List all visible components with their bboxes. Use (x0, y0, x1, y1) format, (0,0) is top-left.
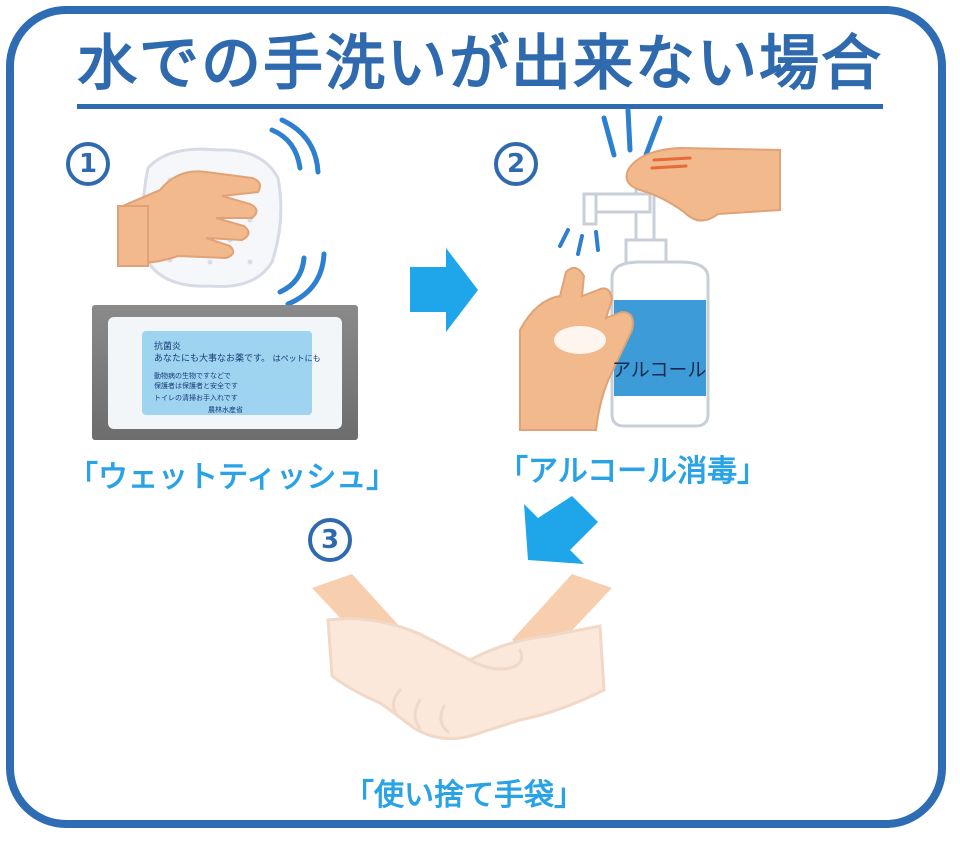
step-3-label: 「使い捨て手袋」 (344, 778, 584, 813)
page-title: 水での手洗いが出来ない場合 (0, 28, 960, 109)
step-3-number: 3 (308, 518, 352, 562)
wet-tissue-package: 抗菌炎 あなたにも大事なお薬です。 はペットにも 動物病の生物ですなどで 保護者… (92, 305, 358, 440)
step-2-label: 「アルコール消毒」 (498, 454, 768, 489)
package-text: はペットにも (270, 354, 321, 363)
arrow-down-left (524, 496, 598, 564)
rounded-frame (6, 6, 946, 828)
package-text: トイレの清掃お手入れです (154, 394, 238, 402)
step-1-label: 「ウェットティッシュ」 (68, 460, 397, 495)
page-title-text: 水での手洗いが出来ない場合 (77, 28, 883, 109)
package-text: 保護者は保護者と安全です (154, 382, 238, 390)
gloved-handshake-illustration (312, 574, 612, 741)
package-text: 動物病の生物ですなどで (154, 372, 231, 380)
step-2-number: 2 (494, 142, 538, 186)
bottle-label: アルコール (612, 359, 707, 381)
wiping-hand-illustration (116, 117, 327, 307)
arrow-right (410, 248, 478, 332)
package-text: あなたにも大事なお薬です。 はペットにも (154, 354, 321, 364)
package-inner: 抗菌炎 あなたにも大事なお薬です。 はペットにも 動物病の生物ですなどで 保護者… (108, 317, 342, 429)
package-text: 農林水産省 (208, 406, 243, 414)
package-text: 抗菌炎 (154, 342, 182, 352)
step-1-number: 1 (66, 142, 110, 186)
package-label-area: 抗菌炎 あなたにも大事なお薬です。 はペットにも 動物病の生物ですなどで 保護者… (142, 331, 321, 415)
alcohol-dispenser-illustration (519, 107, 781, 431)
